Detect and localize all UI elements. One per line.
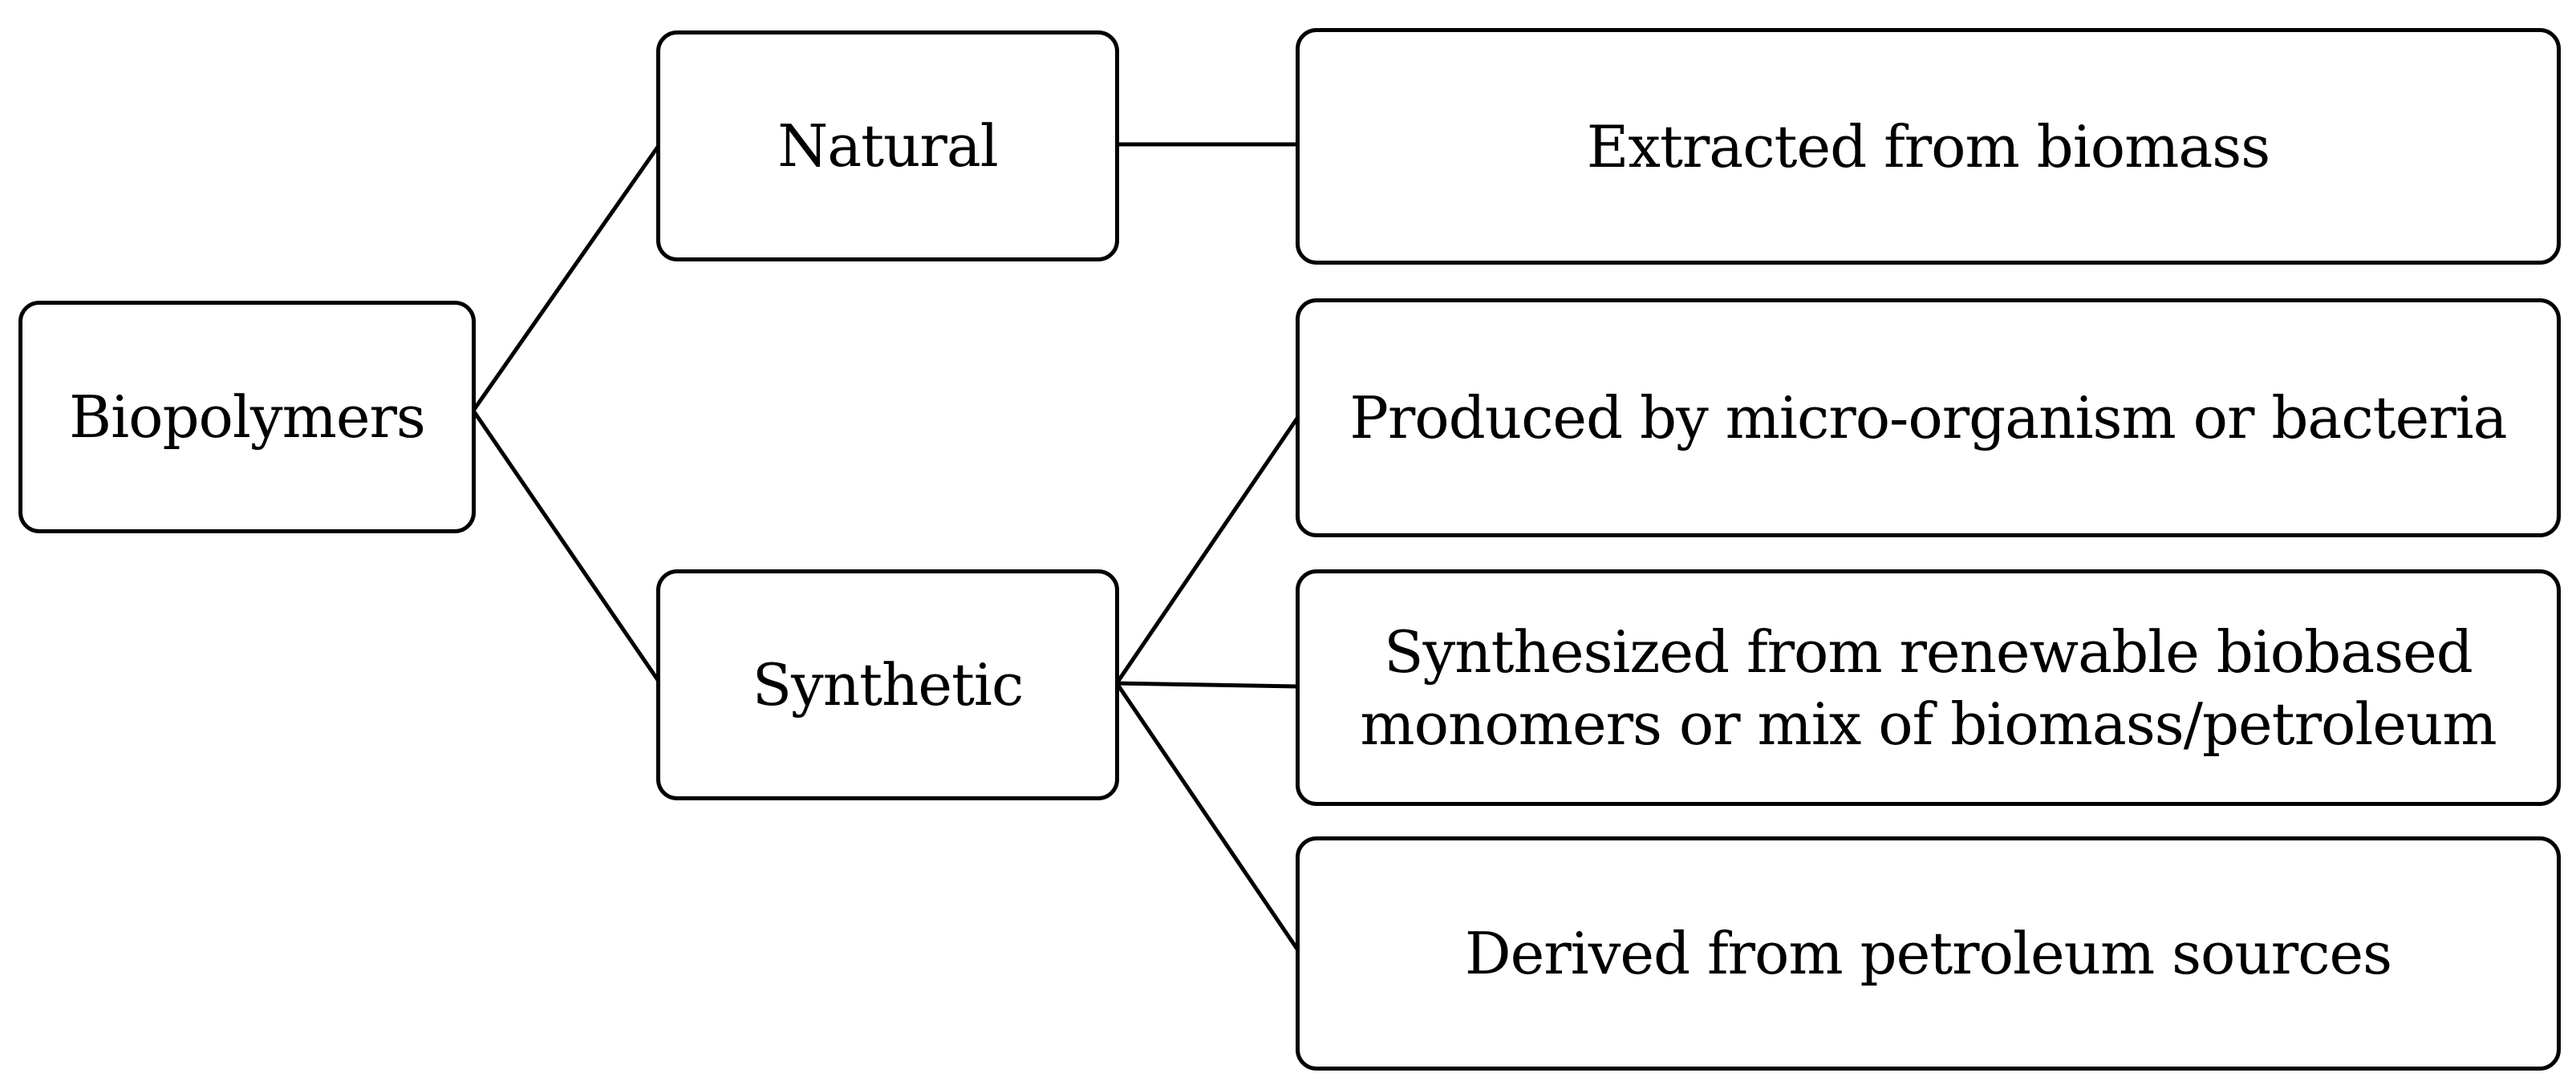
category-node-natural: Natural bbox=[656, 30, 1119, 261]
category-natural-label: Natural bbox=[777, 112, 999, 180]
connector-synthetic-petroleum bbox=[1114, 681, 1300, 953]
source-renewable-text: Synthesized from renewable biobased mono… bbox=[1360, 616, 2497, 760]
source-node-renewable: Synthesized from renewable biobased mono… bbox=[1296, 569, 2561, 806]
category-node-synthetic: Synthetic bbox=[656, 569, 1119, 800]
source-biomass-label: Extracted from biomass bbox=[1586, 112, 2270, 180]
source-microorganism-label: Produced by micro-organism or bacteria bbox=[1349, 384, 2507, 451]
connector-root-natural bbox=[471, 144, 660, 413]
source-petroleum-label: Derived from petroleum sources bbox=[1464, 920, 2392, 987]
connector-synthetic-microorganism bbox=[1114, 415, 1300, 686]
source-renewable-line2: monomers or mix of biomass/petroleum bbox=[1360, 690, 2497, 758]
source-node-microorganism: Produced by micro-organism or bacteria bbox=[1296, 298, 2561, 537]
source-node-biomass: Extracted from biomass bbox=[1296, 28, 2561, 265]
connector-root-synthetic bbox=[471, 408, 660, 682]
source-renewable-line1: Synthesized from renewable biobased bbox=[1384, 617, 2473, 686]
category-synthetic-label: Synthetic bbox=[752, 651, 1024, 719]
root-node-biopolymers: Biopolymers bbox=[18, 301, 476, 533]
source-node-petroleum: Derived from petroleum sources bbox=[1296, 836, 2561, 1071]
connector-synthetic-renewable bbox=[1114, 681, 1300, 689]
root-node-label: Biopolymers bbox=[69, 383, 426, 451]
